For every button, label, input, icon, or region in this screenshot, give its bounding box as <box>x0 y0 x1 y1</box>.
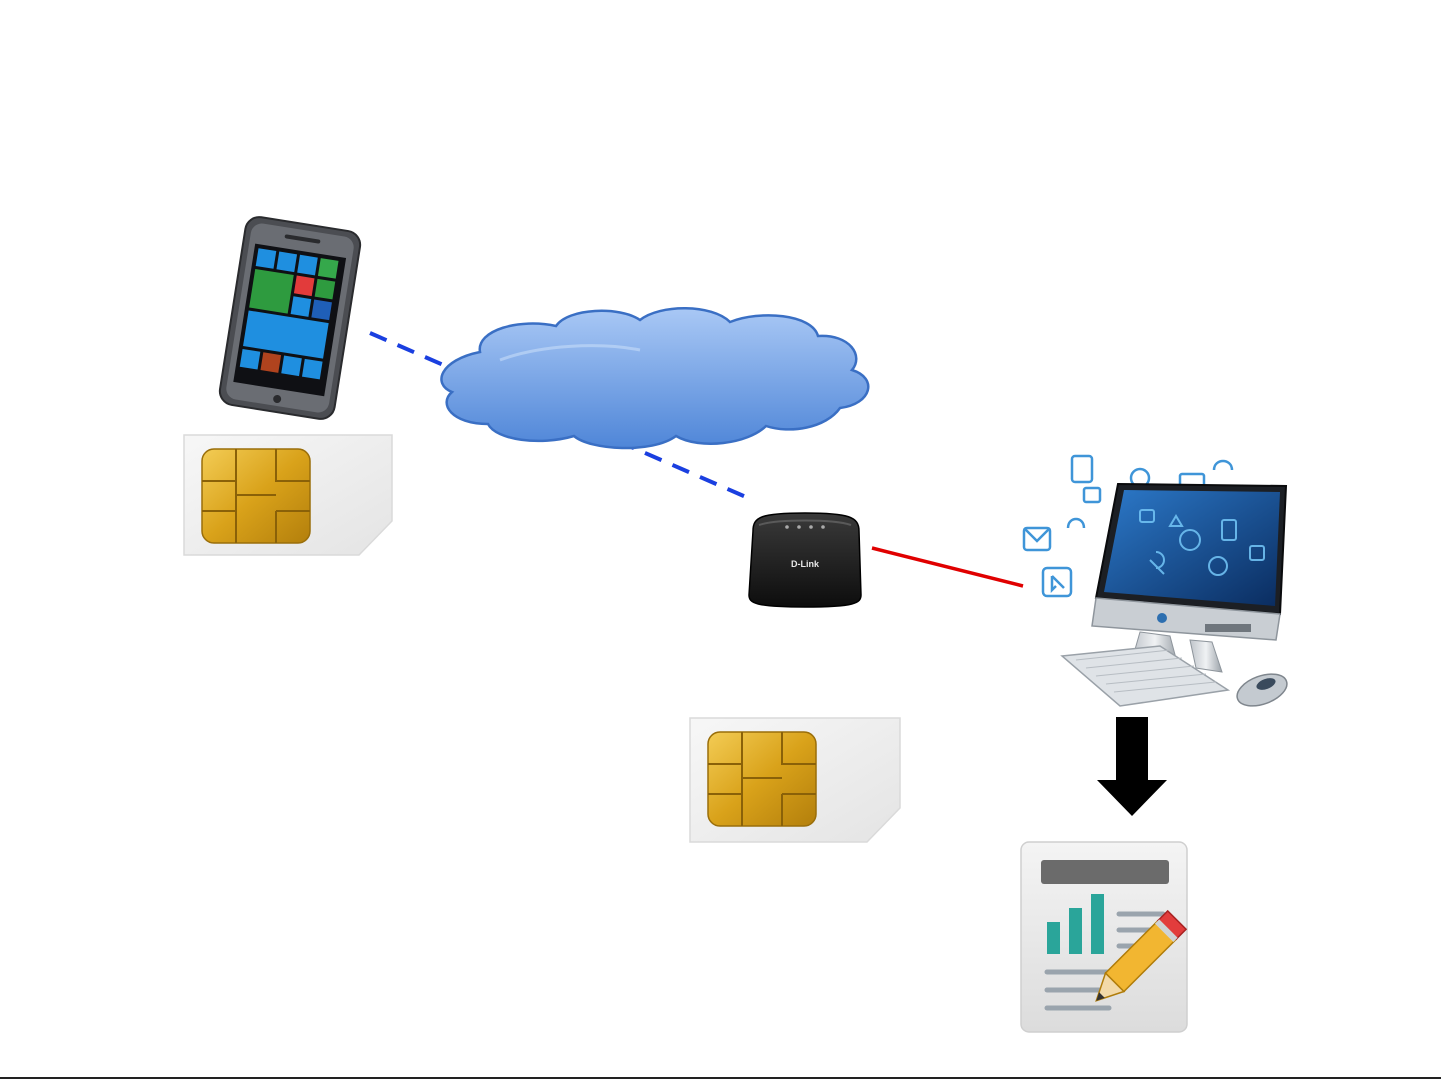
cloud-icon <box>441 308 868 448</box>
report-document-icon <box>1021 842 1187 1032</box>
router-brand-label: D-Link <box>791 559 820 569</box>
smartphone-icon <box>218 215 362 421</box>
sim-card-icon <box>690 718 900 842</box>
sim-card-icon <box>184 435 392 555</box>
down-arrow-icon <box>1097 717 1167 816</box>
router-icon: D-Link <box>749 513 861 607</box>
wired-link-line <box>872 548 1023 586</box>
bottom-divider <box>0 1077 1441 1079</box>
desktop-computer-icon <box>1024 456 1291 712</box>
